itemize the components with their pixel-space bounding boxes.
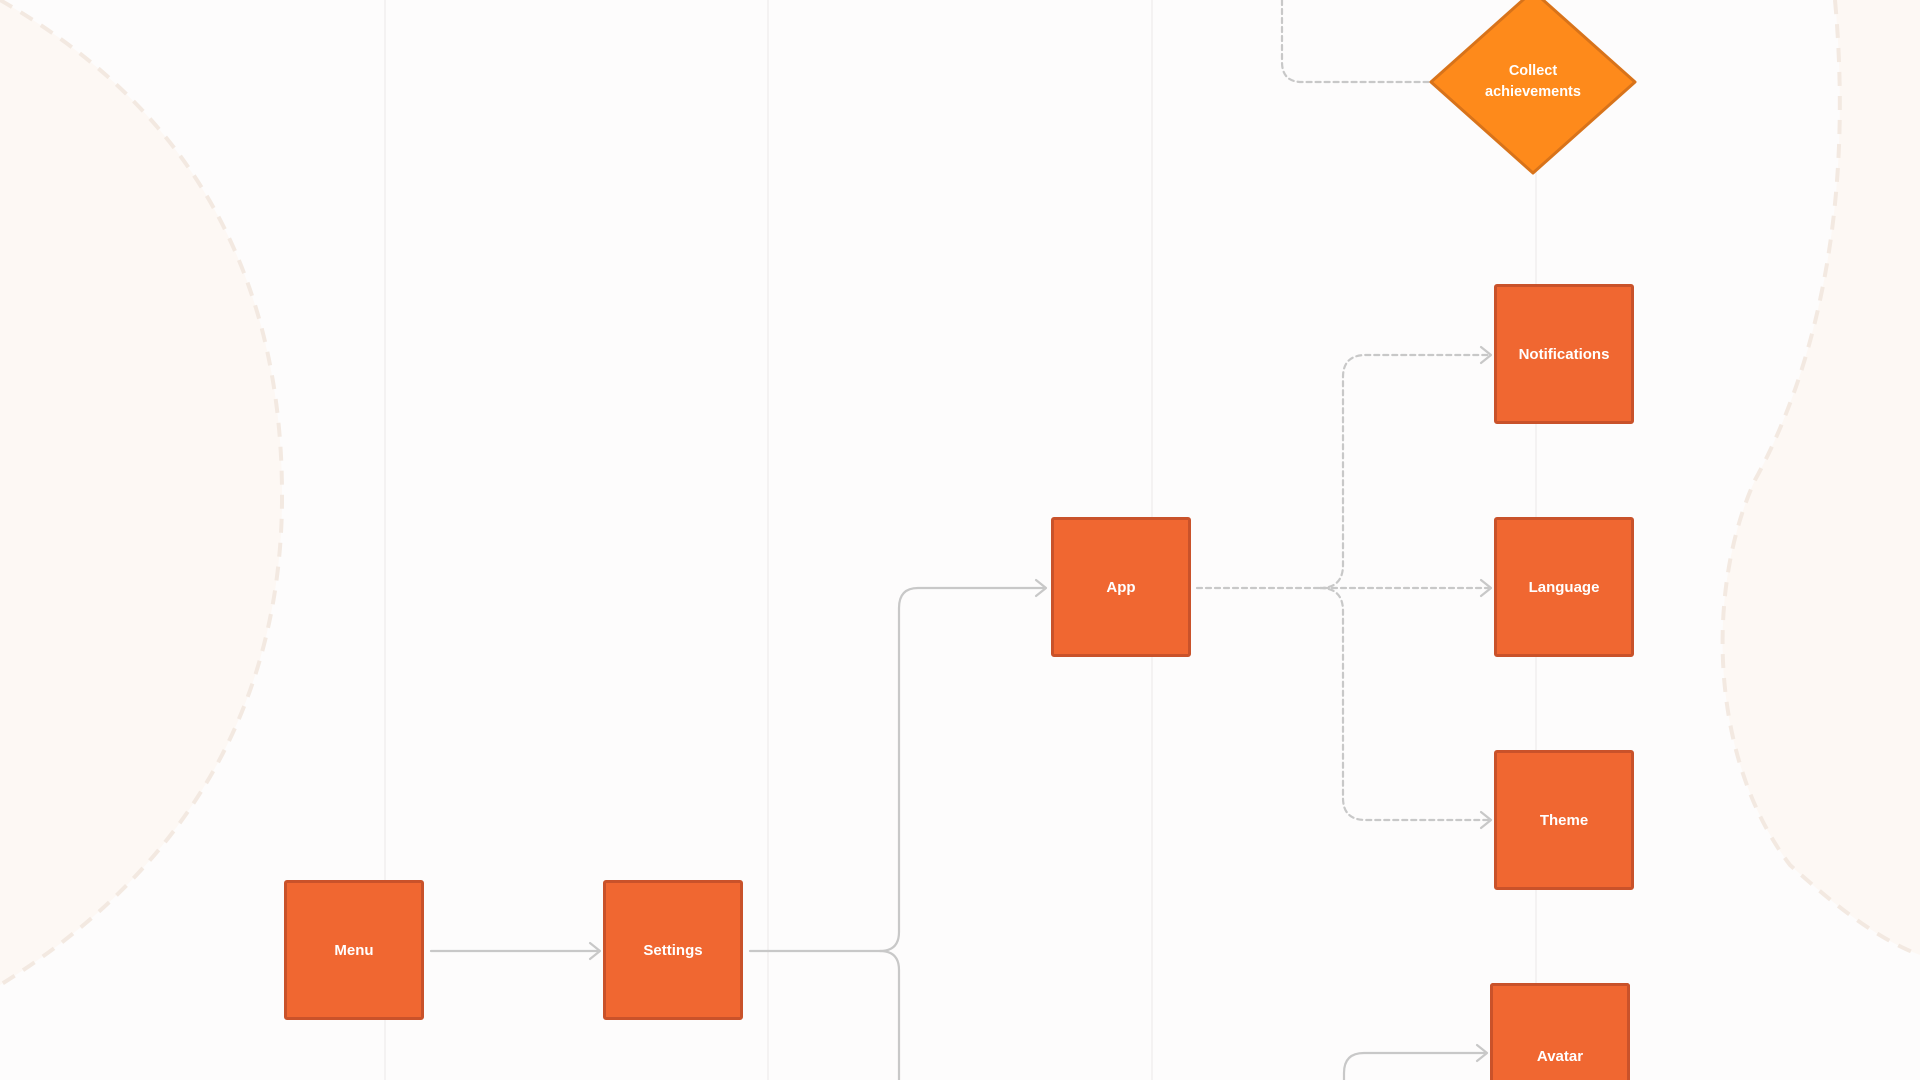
arrowhead	[588, 941, 602, 961]
node-label: Theme	[1539, 811, 1589, 829]
node-label: Notifications	[1518, 345, 1610, 363]
node-label: Menu	[334, 941, 374, 959]
arrowhead	[1479, 345, 1493, 365]
connector-collect-achievements	[1280, 0, 1432, 84]
connector-app-theme	[1318, 586, 1490, 822]
connector-settings-down	[878, 949, 901, 1080]
decision-collect-achievements[interactable]: Collect achievements	[1429, 0, 1637, 175]
right-region	[1722, 0, 1920, 955]
diamond-shape	[1429, 0, 1637, 175]
arrowhead	[1479, 810, 1493, 830]
node-label: Avatar	[1536, 1048, 1584, 1065]
connector-app-notifications	[1318, 353, 1490, 590]
right-region-border	[1720, 0, 1920, 957]
left-region	[0, 0, 283, 985]
node-avatar[interactable]: Avatar	[1490, 983, 1630, 1080]
connector-avatar	[1342, 1051, 1486, 1080]
node-app[interactable]: App	[1051, 517, 1191, 657]
arrowhead	[1034, 578, 1048, 598]
connector-settings-app	[748, 586, 1045, 953]
node-label: App	[1106, 578, 1136, 596]
node-language[interactable]: Language	[1494, 517, 1634, 657]
node-label: Language	[1528, 578, 1600, 596]
node-notifications[interactable]: Notifications	[1494, 284, 1634, 424]
arrowhead	[1479, 578, 1493, 598]
node-menu[interactable]: Menu	[284, 880, 424, 1020]
node-settings[interactable]: Settings	[603, 880, 743, 1020]
decision-label: Collect achievements	[1485, 63, 1581, 100]
node-label: Settings	[643, 941, 703, 959]
arrowhead	[1475, 1043, 1489, 1063]
node-theme[interactable]: Theme	[1494, 750, 1634, 890]
